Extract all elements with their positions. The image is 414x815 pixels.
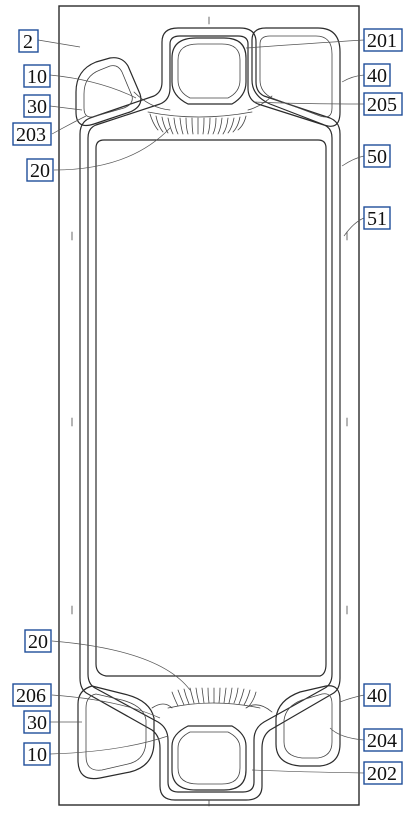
label-201: 201 — [363, 28, 403, 52]
main-gasket-outer — [79, 27, 341, 801]
port-206-inner — [85, 693, 147, 771]
svg-text:50: 50 — [367, 146, 387, 168]
svg-text:10: 10 — [27, 66, 47, 88]
groove-top-right — [247, 95, 273, 111]
label-20-bottom: 20 — [24, 629, 52, 653]
svg-text:51: 51 — [367, 208, 387, 230]
label-10-top: 10 — [23, 64, 51, 88]
port-203-inner — [83, 65, 133, 118]
label-10-bottom: 10 — [23, 742, 51, 766]
svg-text:203: 203 — [16, 124, 46, 146]
port-201-inner — [177, 43, 241, 99]
label-40-bottom: 40 — [363, 683, 391, 707]
field-edge-marks — [71, 16, 348, 807]
leader-lines — [37, 39, 365, 774]
label-203: 203 — [12, 122, 52, 146]
svg-text:10: 10 — [27, 744, 47, 766]
svg-text:40: 40 — [367, 65, 387, 87]
svg-text:20: 20 — [30, 160, 50, 182]
main-gasket-inner — [87, 35, 333, 793]
heat-transfer-field — [95, 139, 327, 677]
port-204-inner — [283, 693, 333, 759]
svg-text:20: 20 — [28, 631, 48, 653]
port-205 — [251, 27, 341, 127]
svg-text:205: 205 — [367, 94, 397, 116]
plate-outline — [58, 5, 360, 806]
label-40-top: 40 — [363, 63, 391, 87]
distribution-ribs-top — [147, 111, 253, 135]
port-202 — [171, 725, 247, 791]
svg-text:202: 202 — [367, 763, 397, 785]
label-202: 202 — [363, 761, 403, 785]
label-2: 2 — [18, 29, 39, 53]
groove-top-left — [133, 91, 171, 111]
svg-text:30: 30 — [27, 96, 47, 118]
label-51: 51 — [363, 206, 391, 230]
svg-text:204: 204 — [367, 730, 397, 752]
port-203 — [75, 57, 142, 127]
groove-bottom-left — [151, 703, 173, 709]
svg-text:2: 2 — [23, 31, 33, 53]
label-30-bottom: 30 — [23, 710, 51, 734]
label-205: 205 — [363, 92, 403, 116]
groove-bottom-right — [245, 704, 273, 713]
port-206 — [77, 685, 155, 780]
port-201 — [171, 37, 247, 105]
svg-text:201: 201 — [367, 30, 397, 52]
port-202-inner — [177, 731, 241, 785]
svg-text:40: 40 — [367, 685, 387, 707]
port-205-inner — [259, 35, 333, 118]
label-206: 206 — [12, 683, 52, 707]
label-204: 204 — [363, 728, 403, 752]
label-50: 50 — [363, 144, 391, 168]
svg-text:30: 30 — [27, 712, 47, 734]
svg-text:206: 206 — [16, 685, 46, 707]
port-204 — [275, 685, 341, 767]
reference-labels: 2 10 30 203 20 201 40 205 — [12, 28, 403, 785]
label-20-top: 20 — [26, 158, 54, 182]
distribution-ribs-bottom — [167, 687, 261, 709]
label-30-top: 30 — [23, 94, 51, 118]
